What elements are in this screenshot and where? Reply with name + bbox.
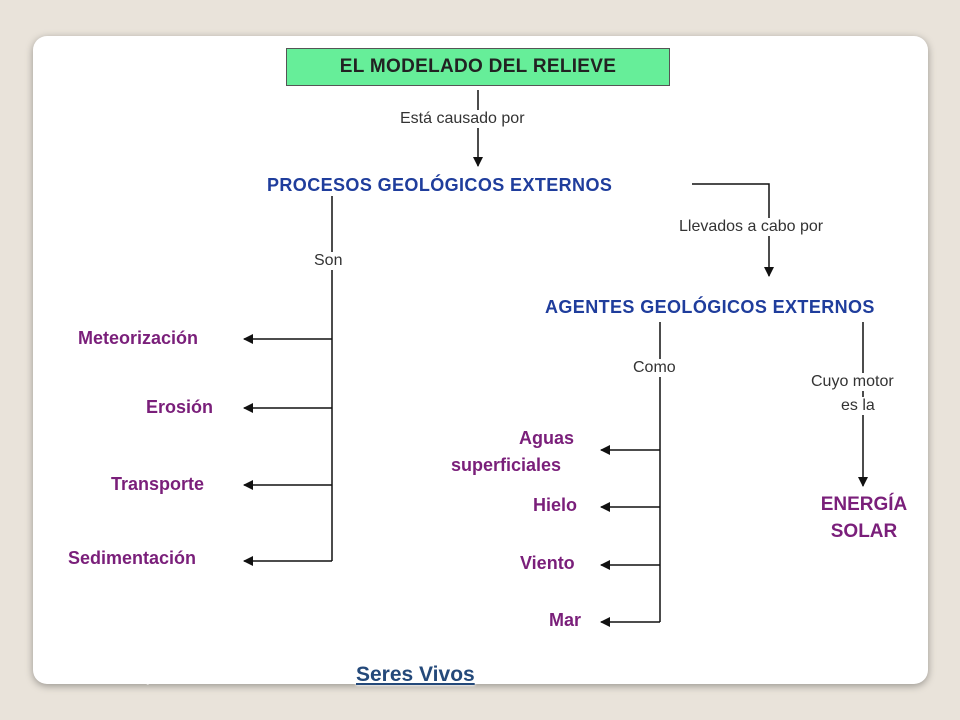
agent-hielo: Hielo: [533, 495, 578, 515]
agent-mar: Mar: [549, 610, 582, 630]
seres-vivos-link[interactable]: Seres Vivos: [356, 663, 475, 686]
process-sedimentacion: Sedimentación: [68, 548, 197, 568]
process-erosion: Erosión: [146, 397, 214, 417]
connector-are: Son: [311, 252, 346, 270]
process-transporte: Transporte: [111, 474, 205, 494]
connector-such-as: Como: [630, 359, 679, 377]
agent-aguas-line1: Aguas: [519, 428, 575, 448]
slide-card: [33, 36, 928, 684]
agents-heading: AGENTES GEOLÓGICOS EXTERNOS: [545, 297, 875, 317]
process-meteorizacion: Meteorización: [78, 328, 199, 348]
connector-motor-line1: Cuyo motor: [808, 373, 897, 391]
connector-motor-line2: es la: [838, 397, 878, 415]
footer-text: ... aunque también los modelan el reliev…: [80, 662, 481, 685]
energy-line2: SOLAR: [830, 521, 898, 542]
agent-aguas-line2: superficiales: [451, 455, 562, 475]
processes-heading: PROCESOS GEOLÓGICOS EXTERNOS: [267, 175, 613, 195]
connector-caused-by: Está causado por: [397, 110, 528, 128]
energy-line1: ENERGÍA: [820, 494, 908, 515]
agent-viento: Viento: [520, 553, 575, 573]
energy-solar: ENERGÍA SOLAR: [808, 491, 920, 545]
arrow-processes-to-agents: [692, 183, 774, 277]
title-box: EL MODELADO DEL RELIEVE: [286, 48, 670, 86]
connector-carried-by: Llevados a cabo por: [676, 218, 827, 236]
